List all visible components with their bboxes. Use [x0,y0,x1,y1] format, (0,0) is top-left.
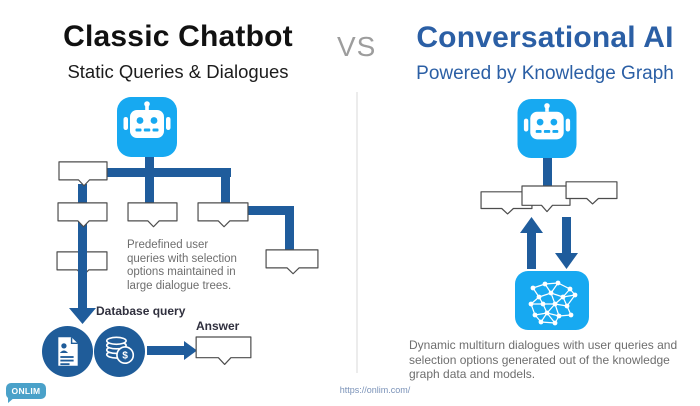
chatbot-icon [517,99,577,158]
document-node [197,202,249,229]
left-header: Classic Chatbot Static Queries & Dialogu… [10,20,346,83]
database-coins-icon: $ [94,326,145,377]
onlim-logo-text: ONLIM [11,386,41,396]
left-description: Predefined user queries with selection o… [127,239,237,292]
right-arrow [147,341,197,360]
connector-line [221,168,230,204]
connector-line [145,152,154,204]
document-node [58,161,108,188]
svg-text:$: $ [122,351,128,362]
connector-line [104,168,231,177]
up-arrow [520,217,543,269]
document-node [57,202,108,229]
right-header: Conversational AI Powered by Knowledge G… [384,21,700,85]
onlim-logo-tail [8,397,15,403]
connector-line [543,154,552,190]
left-title: Classic Chatbot [63,20,293,53]
chatbot-icon [117,97,177,157]
down-arrow [69,184,96,324]
right-title: Conversational AI [416,21,674,54]
user-document-icon [42,326,93,377]
database-query-label: Database query [96,304,186,318]
footer-url: https://onlim.com/ [339,385,411,395]
connector-line [285,210,294,252]
right-subtitle: Powered by Knowledge Graph [416,63,674,84]
answer-document-node [195,336,252,367]
knowledge-graph-icon [515,271,589,330]
answer-label: Answer [196,319,240,333]
connector-line [246,206,294,215]
onlim-logo: ONLIM [6,383,46,399]
vertical-divider [356,92,358,373]
left-subtitle: Static Queries & Dialogues [67,61,289,82]
document-node [265,249,319,276]
document-node [127,202,178,229]
document-node [565,181,618,206]
down-arrow [555,217,578,269]
right-description: Dynamic multiturn dialogues with user qu… [409,338,678,381]
vs-label: VS [337,31,377,62]
document-node [521,185,571,214]
